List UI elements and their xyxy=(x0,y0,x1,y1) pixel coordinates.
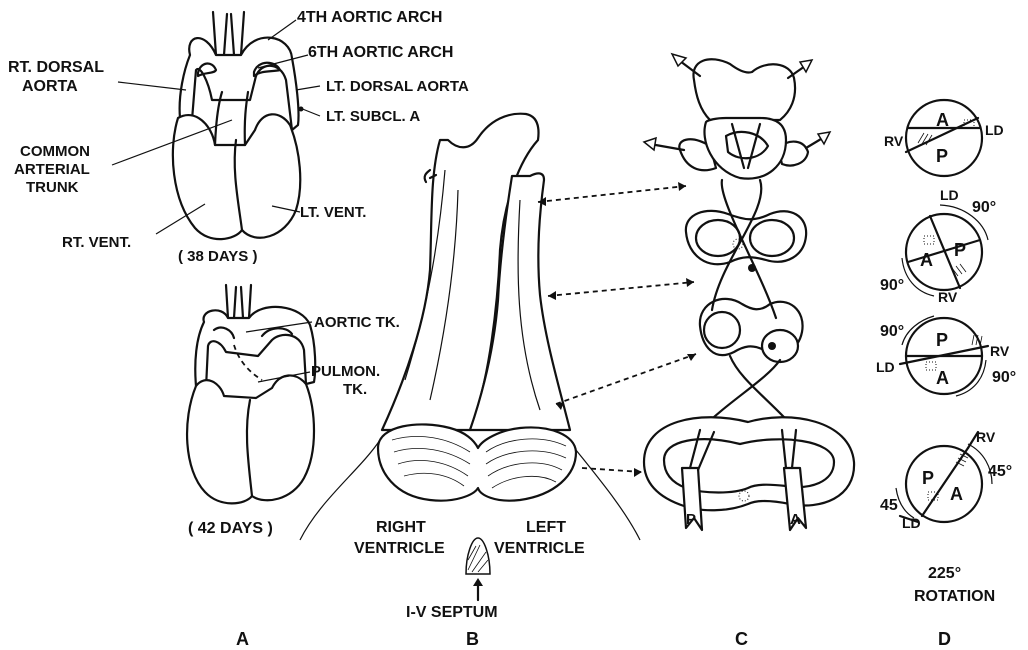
circle-4-a: A xyxy=(950,484,963,504)
label-rt-dorsal-aorta-line1: RT. DORSAL xyxy=(8,59,104,76)
circle-4-angle-left: 45 xyxy=(880,497,898,514)
label-left-ventricle-line2: VENTRICLE xyxy=(494,540,585,557)
circle-2-rv: RV xyxy=(938,289,958,305)
panel-label-c: C xyxy=(735,629,748,649)
label-4th-aortic-arch: 4TH AORTIC ARCH xyxy=(297,9,442,26)
rotation-value: 225° xyxy=(928,565,961,582)
spiral-trunk xyxy=(300,114,640,600)
circle-2-a: A xyxy=(920,250,933,270)
label-lt-dorsal-aorta: LT. DORSAL AORTA xyxy=(326,78,469,95)
label-right-ventricle-line2: VENTRICLE xyxy=(354,540,445,557)
heart-42-days xyxy=(187,285,315,503)
label-common-trunk-line2: ARTERIAL xyxy=(14,161,90,178)
panel-label-b: B xyxy=(466,629,479,649)
label-common-trunk-line1: COMMON xyxy=(20,143,90,160)
circle-3-p: P xyxy=(936,330,948,350)
rotation-label: ROTATION xyxy=(914,588,995,605)
circle-1-a: A xyxy=(936,110,949,130)
label-aortic-tk: AORTIC TK. xyxy=(314,314,400,331)
circle-3-a: A xyxy=(936,368,949,388)
label-rt-dorsal-aorta-line2: AORTA xyxy=(22,78,78,95)
circle-2-angle-top: 90° xyxy=(972,199,996,216)
panel-label-d: D xyxy=(938,629,951,649)
circle-3-angle-top: 90° xyxy=(880,323,904,340)
label-6th-aortic-arch: 6TH AORTIC ARCH xyxy=(308,44,453,61)
circle-4-p: P xyxy=(922,468,934,488)
circle-1-ld: LD xyxy=(985,122,1004,138)
rotation-circle-2 xyxy=(902,205,988,296)
label-iv-septum: I-V SEPTUM xyxy=(406,604,498,621)
label-section-p: P xyxy=(686,511,696,528)
label-right-ventricle-line1: RIGHT xyxy=(376,519,426,536)
circle-4-angle-right: 45° xyxy=(988,463,1012,480)
circle-4-ld: LD xyxy=(902,515,921,531)
rotation-circle-4 xyxy=(896,432,992,522)
label-pulmon-tk-line2: TK. xyxy=(343,381,367,398)
circle-1-rv: RV xyxy=(884,133,904,149)
circle-3-rv: RV xyxy=(990,343,1010,359)
circle-2-angle-left: 90° xyxy=(880,277,904,294)
circle-2-p: P xyxy=(954,240,966,260)
serial-sections xyxy=(644,54,854,530)
label-left-ventricle-line1: LEFT xyxy=(526,519,566,536)
label-common-trunk-line3: TRUNK xyxy=(26,179,79,196)
heart-38-days xyxy=(112,12,320,239)
circle-2-ld: LD xyxy=(940,187,959,203)
panel-label-a: A xyxy=(236,629,249,649)
label-lt-subcl-a: LT. SUBCL. A xyxy=(326,108,420,125)
circle-3-ld: LD xyxy=(876,359,895,375)
circle-1-p: P xyxy=(936,146,948,166)
label-rt-vent: RT. VENT. xyxy=(62,234,131,251)
label-age-42-days: ( 42 DAYS ) xyxy=(188,520,273,537)
circle-4-rv: RV xyxy=(976,429,996,445)
label-lt-vent: LT. VENT. xyxy=(300,204,366,221)
label-age-38-days: ( 38 DAYS ) xyxy=(178,248,257,265)
label-section-a: A xyxy=(790,511,801,528)
label-pulmon-tk-line1: PULMON. xyxy=(311,363,380,380)
circle-3-angle-right: 90° xyxy=(992,369,1016,386)
